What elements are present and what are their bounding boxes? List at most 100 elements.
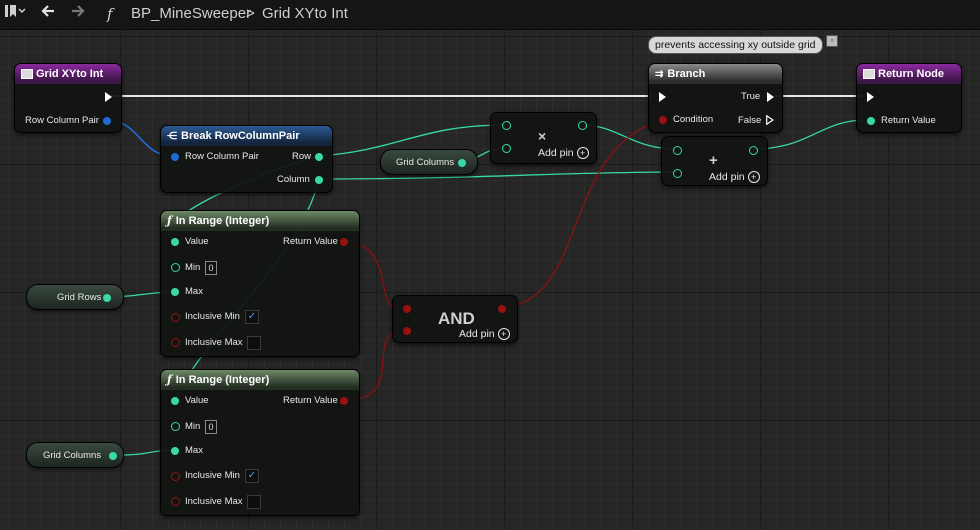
input-pin-b[interactable] bbox=[673, 169, 682, 178]
pin-label: Max bbox=[185, 445, 203, 456]
inclusive-min-checkbox[interactable]: ✓ bbox=[245, 310, 259, 324]
input-pin-b[interactable] bbox=[502, 144, 511, 153]
struct-in-pin[interactable] bbox=[171, 153, 179, 161]
bookmark-icon[interactable] bbox=[4, 1, 26, 29]
inclusive-min-pin[interactable] bbox=[171, 472, 180, 481]
pin-label: Inclusive Min bbox=[185, 470, 240, 481]
input-pin-b[interactable] bbox=[403, 327, 411, 335]
plus-icon: + bbox=[747, 171, 760, 183]
variable-label: Grid Columns bbox=[43, 450, 102, 461]
false-exec-pin[interactable] bbox=[766, 115, 774, 125]
function-entry-node[interactable]: Grid XYto Int Row Column Pair bbox=[14, 63, 122, 133]
add-node[interactable]: + Add pin+ bbox=[661, 136, 768, 186]
pin-label: Return Value bbox=[283, 236, 338, 247]
graph-canvas[interactable] bbox=[0, 30, 980, 530]
inclusive-min-pin[interactable] bbox=[171, 313, 180, 322]
row-out-pin[interactable] bbox=[315, 153, 323, 161]
function-f-icon: ƒ bbox=[167, 373, 172, 386]
inclusive-max-pin[interactable] bbox=[171, 497, 180, 506]
exec-out-pin[interactable] bbox=[105, 92, 112, 102]
output-pin[interactable] bbox=[498, 305, 506, 313]
return-value-pin[interactable] bbox=[340, 238, 348, 246]
node-title: In Range (Integer) bbox=[175, 374, 270, 386]
max-pin[interactable] bbox=[171, 288, 179, 296]
add-pin-button[interactable]: Add pin+ bbox=[459, 328, 510, 340]
exec-in-pin[interactable] bbox=[659, 92, 666, 102]
input-pin-a[interactable] bbox=[502, 121, 511, 130]
comment-close-icon[interactable]: ▫ bbox=[826, 35, 838, 47]
pin-label: Min bbox=[185, 262, 201, 273]
exec-in-pin[interactable] bbox=[867, 92, 874, 102]
node-title: Return Node bbox=[878, 68, 944, 80]
add-pin-button[interactable]: Add pin+ bbox=[538, 147, 589, 159]
inclusive-max-checkbox[interactable] bbox=[247, 336, 261, 350]
add-pin-label: Add pin bbox=[538, 147, 574, 159]
node-header: ⇉Branch bbox=[649, 64, 782, 84]
function-symbol: f bbox=[107, 5, 113, 23]
forward-arrow-icon[interactable] bbox=[70, 1, 86, 29]
pin-label: Min bbox=[185, 421, 201, 432]
pin-label: False bbox=[738, 115, 762, 126]
return-value-pin[interactable] bbox=[867, 117, 875, 125]
grid-columns-getter[interactable]: Grid Columns bbox=[380, 149, 478, 175]
pin-label: Column bbox=[277, 174, 310, 185]
node-title: Grid XYto Int bbox=[36, 68, 104, 80]
return-node[interactable]: Return Node Return Value bbox=[856, 63, 962, 133]
breadcrumb-graph[interactable]: Grid XYto Int bbox=[262, 5, 348, 22]
node-title: Break RowColumnPair bbox=[181, 130, 300, 142]
input-pin-a[interactable] bbox=[403, 305, 411, 313]
break-struct-node[interactable]: ⋲Break RowColumnPair Row Column Pair Row… bbox=[160, 125, 333, 193]
variable-out-pin[interactable] bbox=[109, 452, 117, 460]
variable-label: Grid Rows bbox=[57, 292, 102, 303]
node-header: Return Node bbox=[857, 64, 961, 84]
min-pin[interactable] bbox=[171, 422, 180, 431]
min-value-input[interactable]: 0 bbox=[205, 420, 217, 434]
return-value-pin[interactable] bbox=[340, 397, 348, 405]
function-icon bbox=[21, 69, 33, 80]
multiply-operator: × bbox=[538, 128, 547, 144]
node-header: ⋲ Break RowColumnPair bbox=[161, 126, 332, 146]
input-pin-a[interactable] bbox=[673, 146, 682, 155]
pin-label: Return Value bbox=[881, 115, 936, 126]
and-node[interactable]: AND Add pin+ bbox=[392, 295, 518, 343]
output-pin[interactable] bbox=[749, 146, 758, 155]
back-arrow-icon[interactable] bbox=[40, 1, 56, 29]
value-pin[interactable] bbox=[171, 397, 179, 405]
multiply-node[interactable]: × Add pin+ bbox=[490, 112, 597, 164]
branch-node[interactable]: ⇉Branch True Condition False bbox=[648, 63, 783, 133]
add-pin-button[interactable]: Add pin+ bbox=[709, 171, 760, 183]
variable-out-pin[interactable] bbox=[103, 294, 111, 302]
break-icon: ⋲ bbox=[167, 131, 177, 142]
pin-label: True bbox=[741, 91, 761, 102]
output-pin[interactable] bbox=[578, 121, 587, 130]
pin-label: Inclusive Max bbox=[185, 337, 243, 348]
add-pin-label: Add pin bbox=[709, 171, 745, 183]
plus-icon: + bbox=[576, 147, 589, 159]
min-pin[interactable] bbox=[171, 263, 180, 272]
variable-out-pin[interactable] bbox=[458, 159, 466, 167]
inclusive-max-checkbox[interactable] bbox=[247, 495, 261, 509]
min-value-input[interactable]: 0 bbox=[205, 261, 217, 275]
value-pin[interactable] bbox=[171, 238, 179, 246]
max-pin[interactable] bbox=[171, 447, 179, 455]
comment-text: prevents accessing xy outside grid bbox=[655, 39, 816, 51]
struct-out-pin[interactable] bbox=[103, 117, 111, 125]
pin-label: Row bbox=[292, 151, 312, 162]
column-out-pin[interactable] bbox=[315, 176, 323, 184]
variable-label: Grid Columns bbox=[396, 157, 455, 168]
breadcrumb-blueprint[interactable]: BP_MineSweeper bbox=[131, 5, 252, 22]
inclusive-max-pin[interactable] bbox=[171, 338, 180, 347]
pin-label: Inclusive Min bbox=[185, 311, 240, 322]
true-exec-pin[interactable] bbox=[767, 92, 774, 102]
comment-bubble[interactable]: prevents accessing xy outside grid bbox=[648, 36, 823, 54]
grid-columns-getter[interactable]: Grid Columns bbox=[26, 442, 124, 468]
grid-rows-getter[interactable]: Grid Rows bbox=[26, 284, 124, 310]
condition-pin[interactable] bbox=[659, 116, 667, 124]
branch-icon: ⇉ bbox=[655, 69, 664, 80]
inclusive-min-checkbox[interactable]: ✓ bbox=[245, 469, 259, 483]
pin-label: Max bbox=[185, 286, 203, 297]
plus-icon: + bbox=[497, 328, 510, 340]
